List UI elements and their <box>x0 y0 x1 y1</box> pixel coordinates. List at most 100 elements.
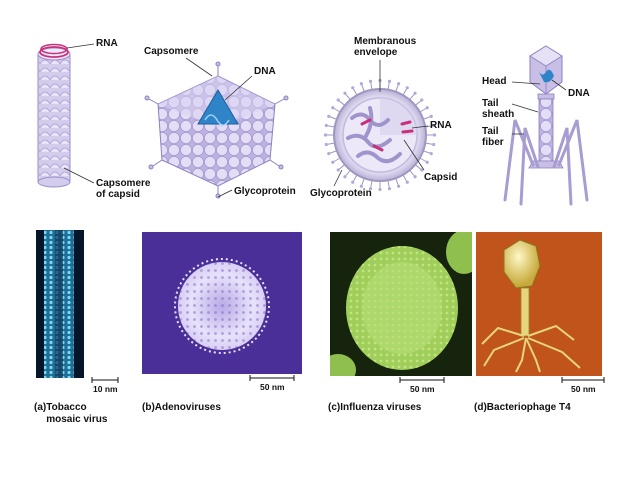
glycoprotein-spike-head <box>405 180 409 184</box>
glycoprotein-spike-head <box>331 106 335 110</box>
glycoprotein-spike-head <box>336 168 340 172</box>
caption-b: (b)Adenoviruses <box>142 402 221 414</box>
glycoprotein-spike <box>370 82 373 90</box>
label-flu-glycoprotein: Glycoprotein <box>310 188 372 199</box>
glycoprotein-spike-head <box>359 82 363 86</box>
glycoprotein-spike-head <box>425 160 429 164</box>
adenovirus-diagram <box>144 57 289 199</box>
glycoprotein-spike <box>402 88 407 96</box>
glycoprotein-spike <box>419 108 427 113</box>
influenza-glycoprotein-spikes <box>323 78 437 192</box>
caption-c-letter: (c) <box>328 402 341 413</box>
label-flu-membranous-envelope: Membranous envelope <box>354 36 417 58</box>
glycoprotein-spike <box>361 85 365 92</box>
glycoprotein-spike <box>395 85 399 92</box>
glycoprotein-spike <box>370 180 373 188</box>
glycoprotein-spike <box>353 174 358 182</box>
glycoprotein-spike <box>423 116 430 120</box>
glycoprotein-spike-head <box>327 152 331 156</box>
glycoprotein-spike-head <box>331 160 335 164</box>
glycoprotein-spike <box>395 178 399 185</box>
label-flu-rna: RNA <box>430 120 452 131</box>
glycoprotein-spike-head <box>432 123 436 128</box>
label-tmv-rna: RNA <box>96 38 118 49</box>
glycoprotein-spike <box>414 100 421 106</box>
caption-d-name: Bacteriophage T4 <box>486 402 571 413</box>
glycoprotein-spike-head <box>351 86 355 90</box>
scale-label-tmv: 10 nm <box>93 384 118 394</box>
glycoprotein-spike-head <box>429 114 433 118</box>
glycoprotein-spike <box>327 142 335 145</box>
glycoprotein-spike-head <box>336 98 340 102</box>
glycoprotein-spike <box>330 116 337 120</box>
caption-a-letter: (a) <box>34 402 47 413</box>
label-adeno-glycoprotein: Glycoprotein <box>234 186 296 197</box>
caption-a-name: Tobacco mosaic virus <box>46 402 108 425</box>
influenza-diagram <box>323 60 437 192</box>
label-phage-head: Head <box>482 76 507 87</box>
bacteriophage-micrograph <box>476 232 602 376</box>
glycoprotein-spike <box>387 82 390 90</box>
glycoprotein-spike <box>402 174 407 182</box>
glycoprotein-spike-head <box>351 180 355 184</box>
glycoprotein-spike <box>423 150 430 154</box>
glycoprotein-spike <box>345 94 351 101</box>
caption-c-name: Influenza viruses <box>340 402 422 413</box>
glycoprotein-spike-head <box>413 91 417 95</box>
phage-tail-fibers <box>503 119 589 206</box>
glycoprotein-spike <box>345 169 351 176</box>
glycoprotein-spike <box>409 94 415 101</box>
glycoprotein-spike-head <box>324 142 328 147</box>
scale-label-influenza: 50 nm <box>410 384 435 394</box>
glycoprotein-spike <box>333 157 341 162</box>
scale-label-bacteriophage: 50 nm <box>571 384 596 394</box>
glycoprotein-spike <box>339 164 346 170</box>
glycoprotein-spike-head <box>397 82 401 86</box>
label-adeno-capsomere: Capsomere <box>144 46 199 57</box>
glycoprotein-spike-head <box>387 187 392 191</box>
glycoprotein-spike-head <box>324 123 328 128</box>
glycoprotein-spike-head <box>387 79 392 83</box>
influenza-micrograph <box>330 232 472 376</box>
caption-c: (c)Influenza viruses <box>328 402 421 414</box>
bacteriophage-diagram <box>503 45 589 206</box>
glycoprotein-spike-head <box>323 133 328 137</box>
caption-b-letter: (b) <box>142 402 155 413</box>
glycoprotein-spike-head <box>432 133 437 137</box>
glycoprotein-spike <box>419 157 427 162</box>
label-flu-capsid: Capsid <box>424 172 458 183</box>
glycoprotein-spike <box>333 108 341 113</box>
glycoprotein-spike-head <box>413 175 417 179</box>
adenovirus-micrograph <box>142 232 302 374</box>
glycoprotein-spike-head <box>425 106 429 110</box>
glycoprotein-spike <box>409 169 415 176</box>
glycoprotein-spike <box>414 164 421 170</box>
glycoprotein-spike-head <box>405 86 409 90</box>
caption-d-letter: (d) <box>474 402 487 413</box>
glycoprotein-spike <box>327 125 335 128</box>
glycoprotein-spike <box>387 180 390 188</box>
glycoprotein-spike-head <box>378 187 382 192</box>
scale-label-adenovirus: 50 nm <box>260 382 285 392</box>
adenovirus-micrograph-image <box>174 258 270 354</box>
glycoprotein-spike-head <box>420 98 424 102</box>
tmv-micrograph <box>36 230 84 378</box>
glycoprotein-spike-head <box>327 114 331 118</box>
tmv-micrograph-image <box>44 230 74 378</box>
glycoprotein-spike-head <box>343 175 347 179</box>
phage-dna <box>538 69 554 83</box>
glycoprotein-spike-head <box>343 91 347 95</box>
caption-a: (a)Tobacco mosaic virus <box>34 402 107 426</box>
glycoprotein-spike-head <box>368 79 373 83</box>
influenza-rna <box>360 118 414 152</box>
glycoprotein-spike-head <box>429 152 433 156</box>
glycoprotein-spike-head <box>359 184 363 188</box>
caption-b-name: Adenoviruses <box>154 402 221 413</box>
label-phage-dna: DNA <box>568 88 590 99</box>
glycoprotein-spike <box>425 125 433 128</box>
glycoprotein-spike-head <box>432 142 436 147</box>
tmv-diagram <box>37 43 95 188</box>
label-phage-tail-fiber: Tail fiber <box>482 126 504 148</box>
